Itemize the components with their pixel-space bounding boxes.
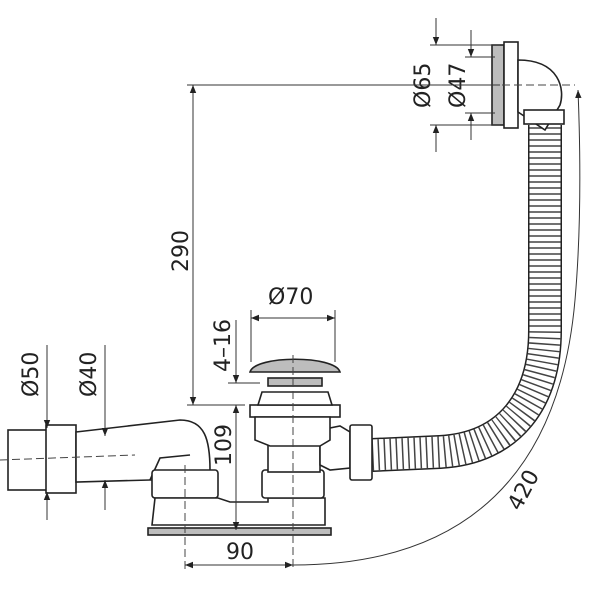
dim-hose-length: 420	[503, 466, 545, 515]
dim-plug-diameter: Ø70	[268, 285, 313, 310]
dim-outlet-offset: 90	[226, 540, 254, 565]
dim-outlet-inner: Ø40	[77, 352, 102, 397]
dim-outlet-outer: Ø50	[19, 352, 44, 397]
outlet-pipe	[0, 419, 211, 494]
trap-body	[147, 355, 373, 570]
dim-plug-lift: 4–16	[211, 319, 236, 372]
dim-trap-height: 109	[212, 424, 237, 466]
dim-height-290: 290	[169, 230, 194, 272]
overflow-head	[478, 41, 575, 132]
corrugated-hose	[371, 125, 562, 472]
hose-length-arc	[292, 89, 582, 566]
